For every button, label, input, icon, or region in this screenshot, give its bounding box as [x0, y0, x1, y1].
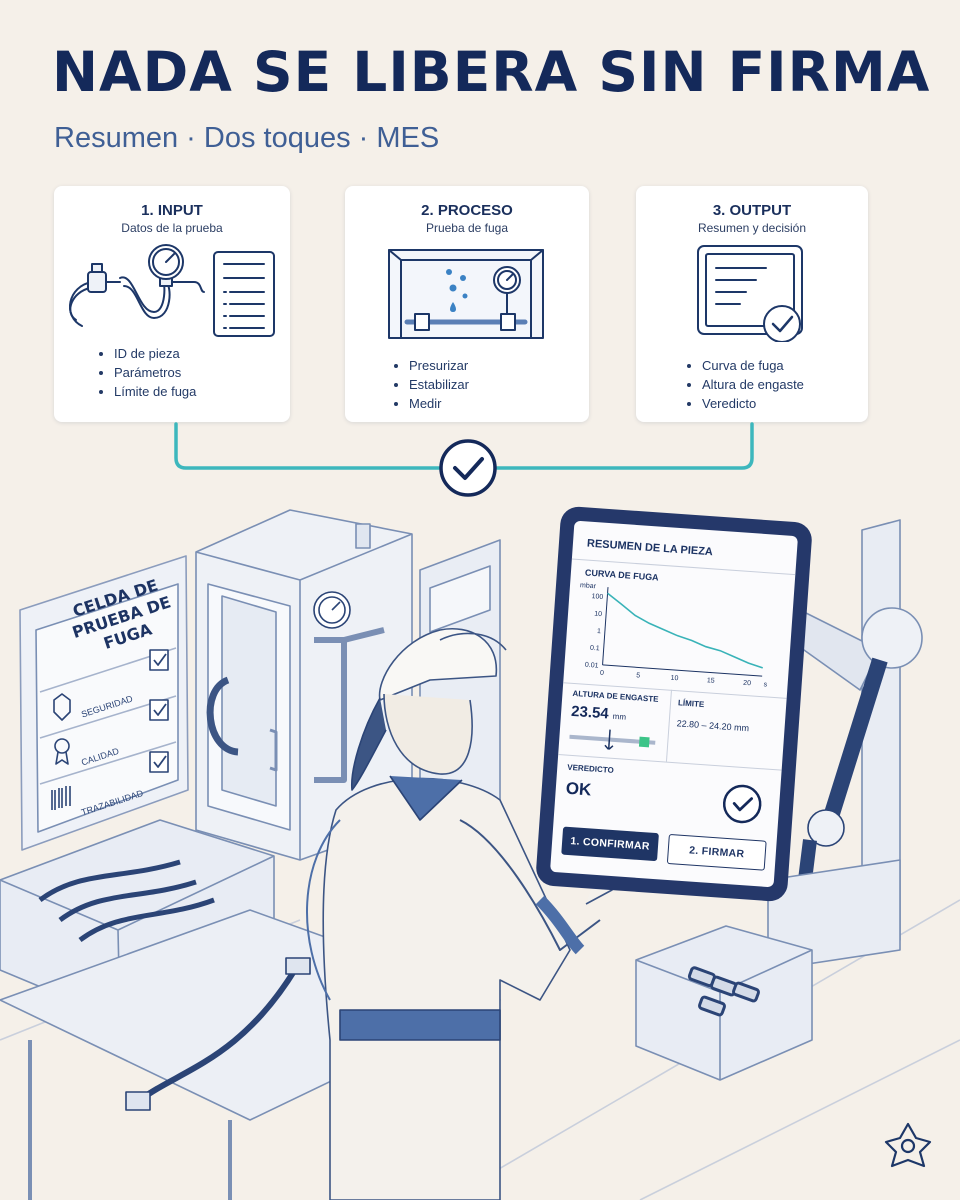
leak-chamber-icon [388, 249, 544, 339]
x-axis [602, 664, 763, 677]
y-axis [602, 587, 609, 665]
crimp-value-number: 23.54 [570, 702, 610, 723]
check-circle-icon [439, 439, 497, 497]
step-items: Curva de fuga Altura de engaste Veredict… [688, 356, 804, 413]
worker-figure [306, 628, 616, 1200]
page-subtitle: Resumen · Dos toques · MES [54, 122, 440, 154]
leak-curve-line [607, 592, 763, 669]
step-subtitle: Prueba de fuga [425, 221, 509, 235]
step-card-output: 3. OUTPUT Resumen y decisión Curva de fu… [636, 186, 868, 422]
y-axis-label: mbar [580, 582, 597, 590]
step-items: Presurizar Estabilizar Medir [395, 356, 469, 413]
step-items: ID de pieza Parámetros Límite de fuga [100, 344, 196, 401]
x-tick-label: 5 [636, 672, 640, 679]
workcell-scene [0, 509, 960, 1200]
list-item: Estabilizar [409, 375, 469, 394]
y-tick-label: 0.1 [590, 645, 600, 653]
step-title: 2. PROCESO [421, 202, 513, 219]
verdict-check-icon [722, 784, 762, 824]
leak-curve-chart: mbar 100 10 1 0.1 0.010 5 10 15 20 s [580, 582, 768, 688]
confirm-button[interactable]: 1. CONFIRMAR [561, 826, 659, 862]
verdict-label: VEREDICTO [567, 762, 615, 775]
step-subtitle: Datos de la prueba [121, 221, 223, 235]
page-title: NADA SE LIBERA SIN FIRMA [52, 40, 931, 104]
crimp-gauge-bar [569, 729, 656, 751]
tablet-check-icon [697, 245, 803, 342]
step-subtitle: Resumen y decisión [697, 221, 807, 235]
crimp-unit: mm [612, 711, 627, 722]
list-item: Límite de fuga [114, 382, 196, 401]
list-item: Veredicto [702, 394, 804, 413]
cell-sign-board [19, 555, 189, 851]
step-title: 3. OUTPUT [712, 202, 792, 219]
step-title: 1. INPUT [141, 202, 203, 219]
list-item: Medir [409, 394, 469, 413]
x-axis-label: s [763, 681, 767, 688]
x-tick-label: 10 [670, 675, 678, 683]
list-item: Parámetros [114, 363, 196, 382]
brand-logo-icon [884, 1122, 932, 1168]
step-card-input: 1. INPUT Datos de la prueba ID de pieza … [54, 186, 290, 422]
y-tick-label: 100 [591, 593, 603, 601]
y-tick-label: 10 [594, 611, 602, 619]
x-tick-label: 0 [600, 670, 604, 677]
flow-connector [174, 422, 754, 497]
list-item: Curva de fuga [702, 356, 804, 375]
verdict-value: OK [565, 778, 592, 800]
x-tick-label: 20 [743, 680, 751, 688]
list-item: Presurizar [409, 356, 469, 375]
x-tick-label: 15 [707, 677, 715, 685]
tablet-title: RESUMEN DE LA PIEZA [586, 537, 714, 559]
crimp-label: ALTURA DE ENGASTE [572, 688, 659, 704]
step-card-process: 2. PROCESO Prueba de fuga Presurizar Est… [345, 186, 589, 422]
limit-label: LÍMITE [677, 698, 705, 710]
list-item: Altura de engaste [702, 375, 804, 394]
crimp-value: 23.54 mm [571, 703, 627, 724]
limit-value: 22.80 – 24.20 mm [676, 718, 750, 734]
y-tick-label: 1 [597, 628, 601, 635]
sign-button[interactable]: 2. FIRMAR [666, 833, 767, 871]
list-item: ID de pieza [114, 344, 196, 363]
hose-gauge-list-icon [69, 244, 275, 337]
y-tick-label: 0.01 [585, 662, 599, 670]
